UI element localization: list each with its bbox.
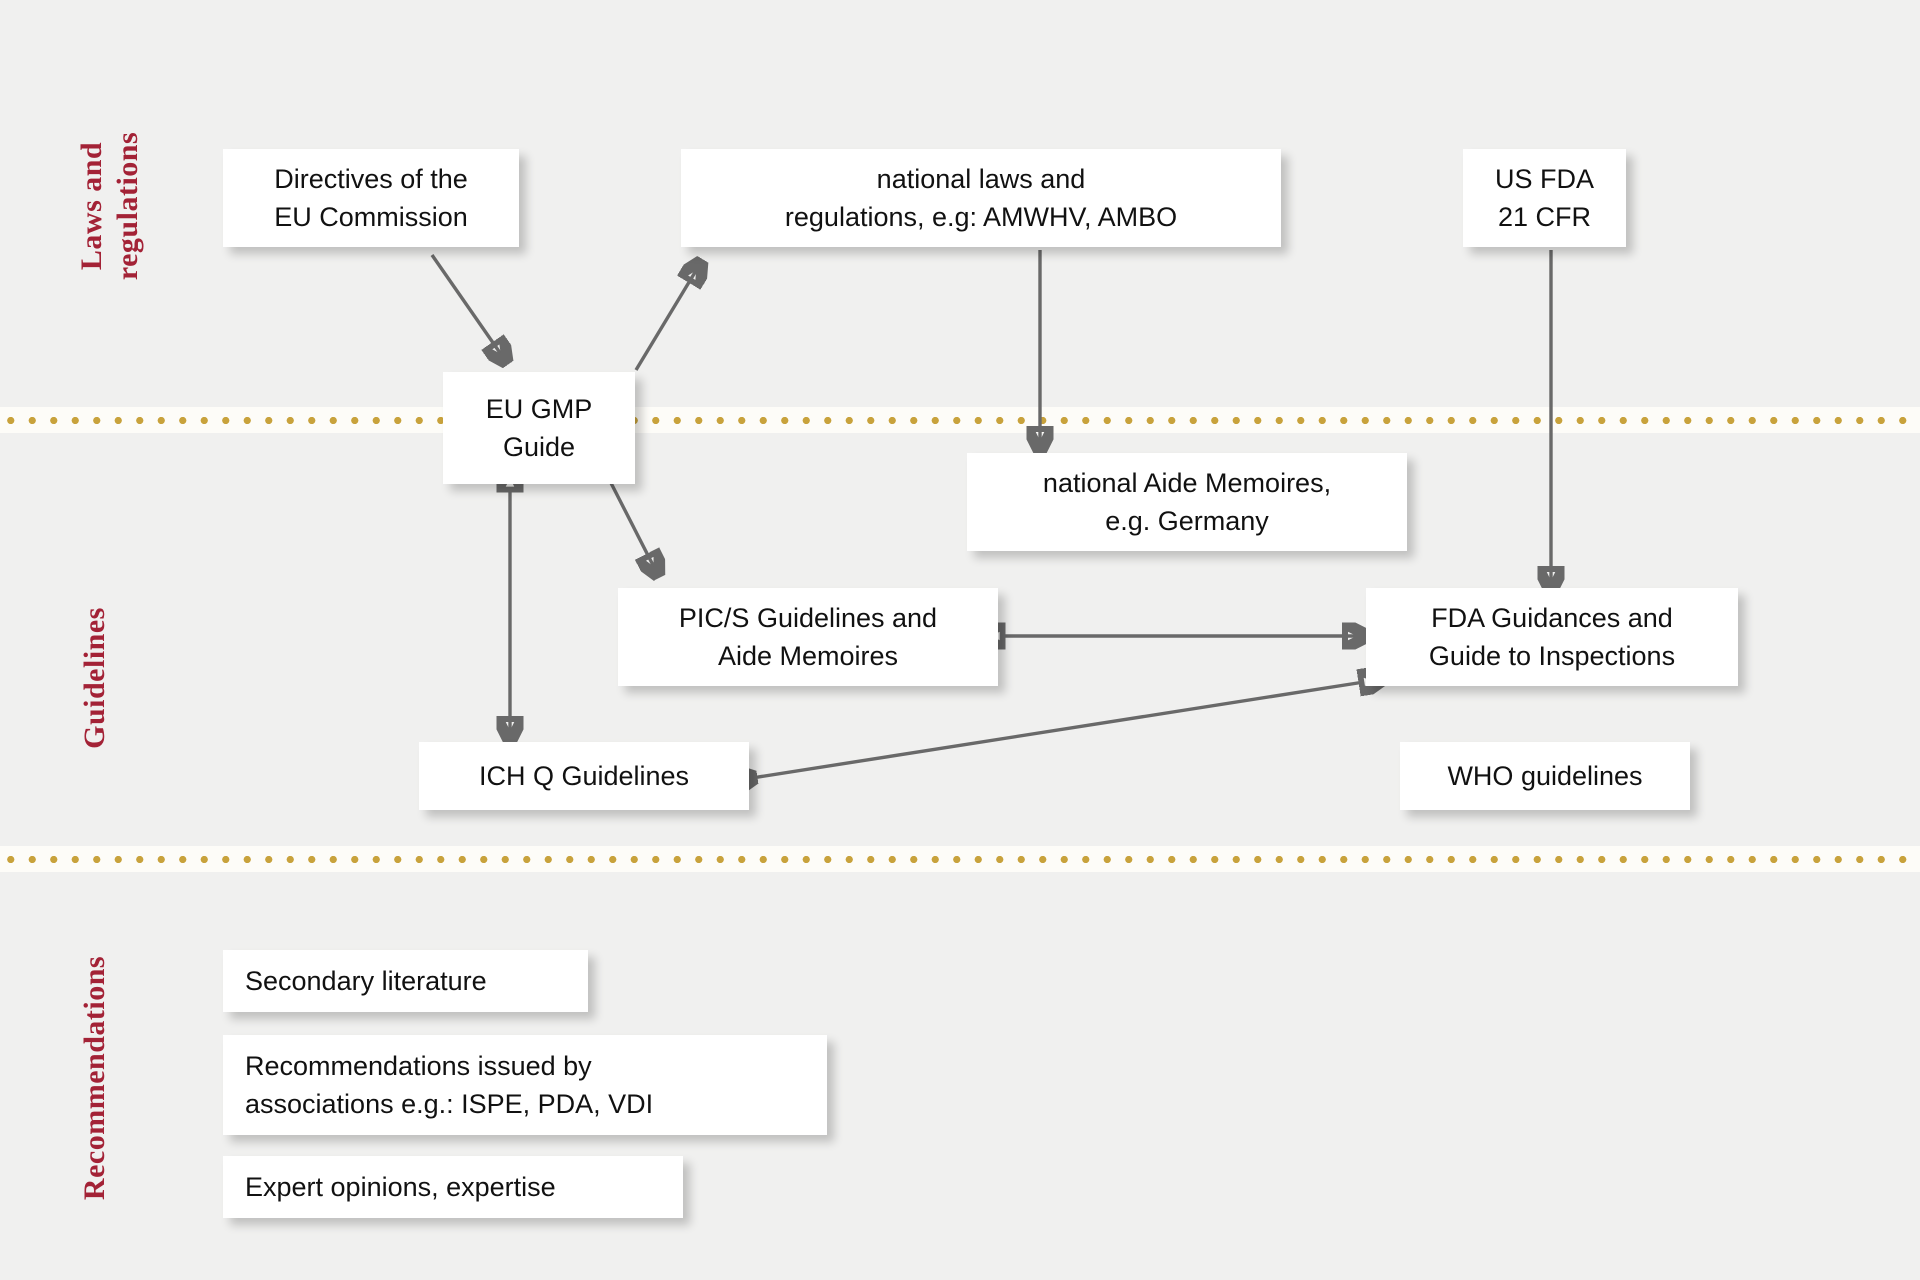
node-us-fda[interactable]: US FDA 21 CFR [1463, 149, 1626, 247]
node-eu-directives[interactable]: Directives of the EU Commission [223, 149, 519, 247]
edge-eu-gmp-to-national-laws [634, 264, 700, 371]
node-secondary-literature[interactable]: Secondary literature [223, 950, 588, 1012]
edge-ich-q-fda-guidances [752, 682, 1364, 778]
node-national-laws[interactable]: national laws and regulations, e.g: AMWH… [681, 149, 1281, 247]
band-label-recommendations: Recommendations [78, 955, 111, 1201]
band-label-laws: Laws and regulations [75, 131, 144, 281]
dotted-line [0, 854, 1920, 865]
node-pics-guidelines[interactable]: PIC/S Guidelines and Aide Memoires [618, 588, 998, 686]
node-ich-q-guidelines[interactable]: ICH Q Guidelines [419, 742, 749, 810]
divider-laws-guidelines [0, 407, 1920, 433]
node-eu-gmp-guide[interactable]: EU GMP Guide [443, 372, 635, 484]
edge-eu-directives-to-eu-gmp [430, 254, 505, 360]
band-label-guidelines: Guidelines [78, 607, 111, 749]
edge-eu-gmp-to-pics [609, 482, 657, 573]
node-expert-opinions[interactable]: Expert opinions, expertise [223, 1156, 683, 1218]
node-recommendations-associations[interactable]: Recommendations issued by associations e… [223, 1035, 827, 1135]
node-national-aide-memoires[interactable]: national Aide Memoires, e.g. Germany [967, 453, 1407, 551]
node-who-guidelines[interactable]: WHO guidelines [1400, 742, 1690, 810]
divider-guidelines-recommendations [0, 846, 1920, 872]
dotted-line [0, 415, 1920, 426]
node-fda-guidances[interactable]: FDA Guidances and Guide to Inspections [1366, 588, 1738, 686]
